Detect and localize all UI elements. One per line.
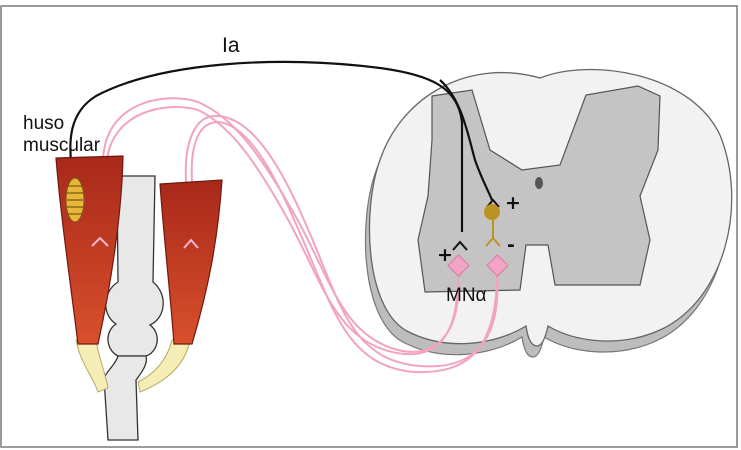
muscle-spindle-icon	[66, 178, 84, 222]
minus-sign: -	[507, 234, 515, 256]
label-ia: Ia	[222, 34, 240, 57]
label-mn-alpha: MNα	[446, 285, 487, 306]
plus-sign-interneuron: +	[505, 192, 521, 214]
spinal-cord	[365, 70, 731, 357]
label-muscular: muscular	[23, 135, 101, 156]
central-canal	[535, 177, 543, 189]
plus-sign-motoneuron: +	[437, 244, 453, 266]
label-huso: huso	[23, 113, 64, 134]
interneuron-soma-icon	[484, 204, 500, 220]
